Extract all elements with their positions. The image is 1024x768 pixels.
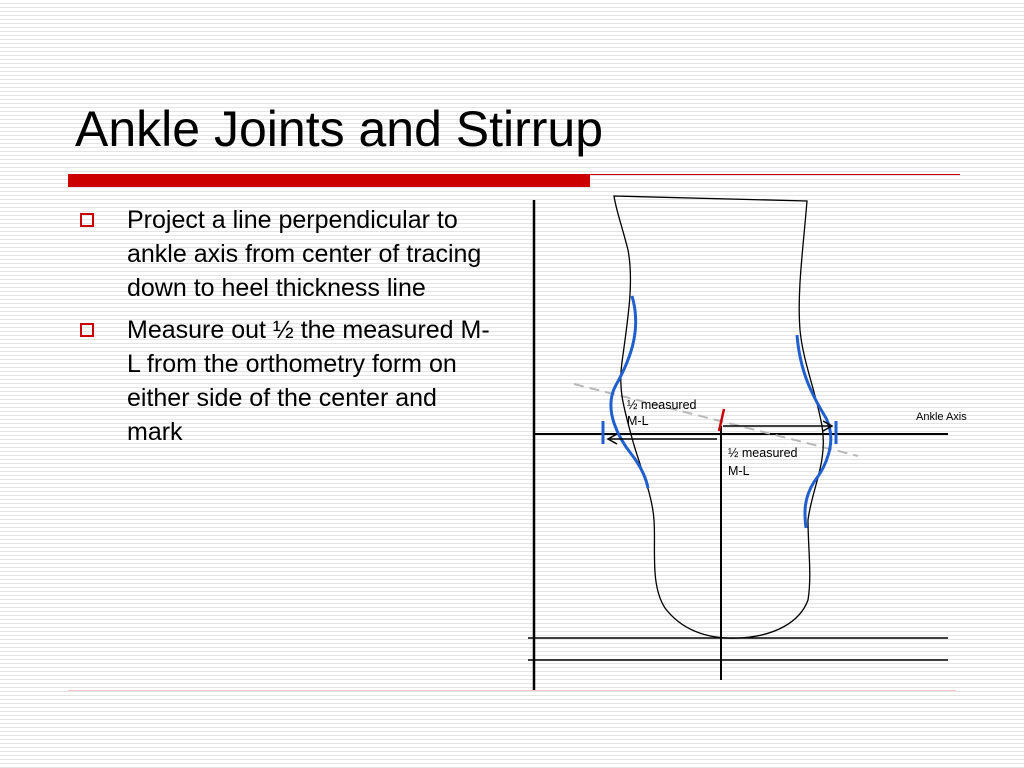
half-ml-label-left-line1: ½ measured (627, 398, 697, 412)
half-ml-label-right-line1: ½ measured (728, 446, 798, 460)
bullet-square-icon (80, 213, 94, 227)
title-underline-bar (68, 174, 590, 187)
slide-title: Ankle Joints and Stirrup (75, 101, 604, 157)
bullet-list: Project a line perpendicular to ankle ax… (76, 203, 496, 457)
half-ml-label-left-line2: M-L (627, 414, 649, 428)
footer-rule (68, 690, 956, 691)
half-ml-label-right-line2: M-L (728, 464, 750, 478)
ankle-axis-label: Ankle Axis (916, 411, 967, 423)
center-mark (717, 408, 726, 432)
arrow-left-head (606, 433, 618, 445)
leg-tracing-outline (613, 195, 824, 639)
bullet-text: Measure out ½ the measured M-L from the … (127, 316, 490, 446)
dashed-ankle-axis (573, 383, 859, 457)
ml-curve-left (609, 295, 650, 489)
bullet-square-icon (80, 323, 94, 337)
bullet-text: Project a line perpendicular to ankle ax… (127, 206, 482, 302)
title-underline-thin (590, 174, 960, 175)
ml-curve-right (795, 334, 833, 529)
bullet-item: Project a line perpendicular to ankle ax… (76, 203, 496, 305)
arrow-right-head (822, 420, 834, 432)
bullet-item: Measure out ½ the measured M-L from the … (76, 313, 496, 449)
